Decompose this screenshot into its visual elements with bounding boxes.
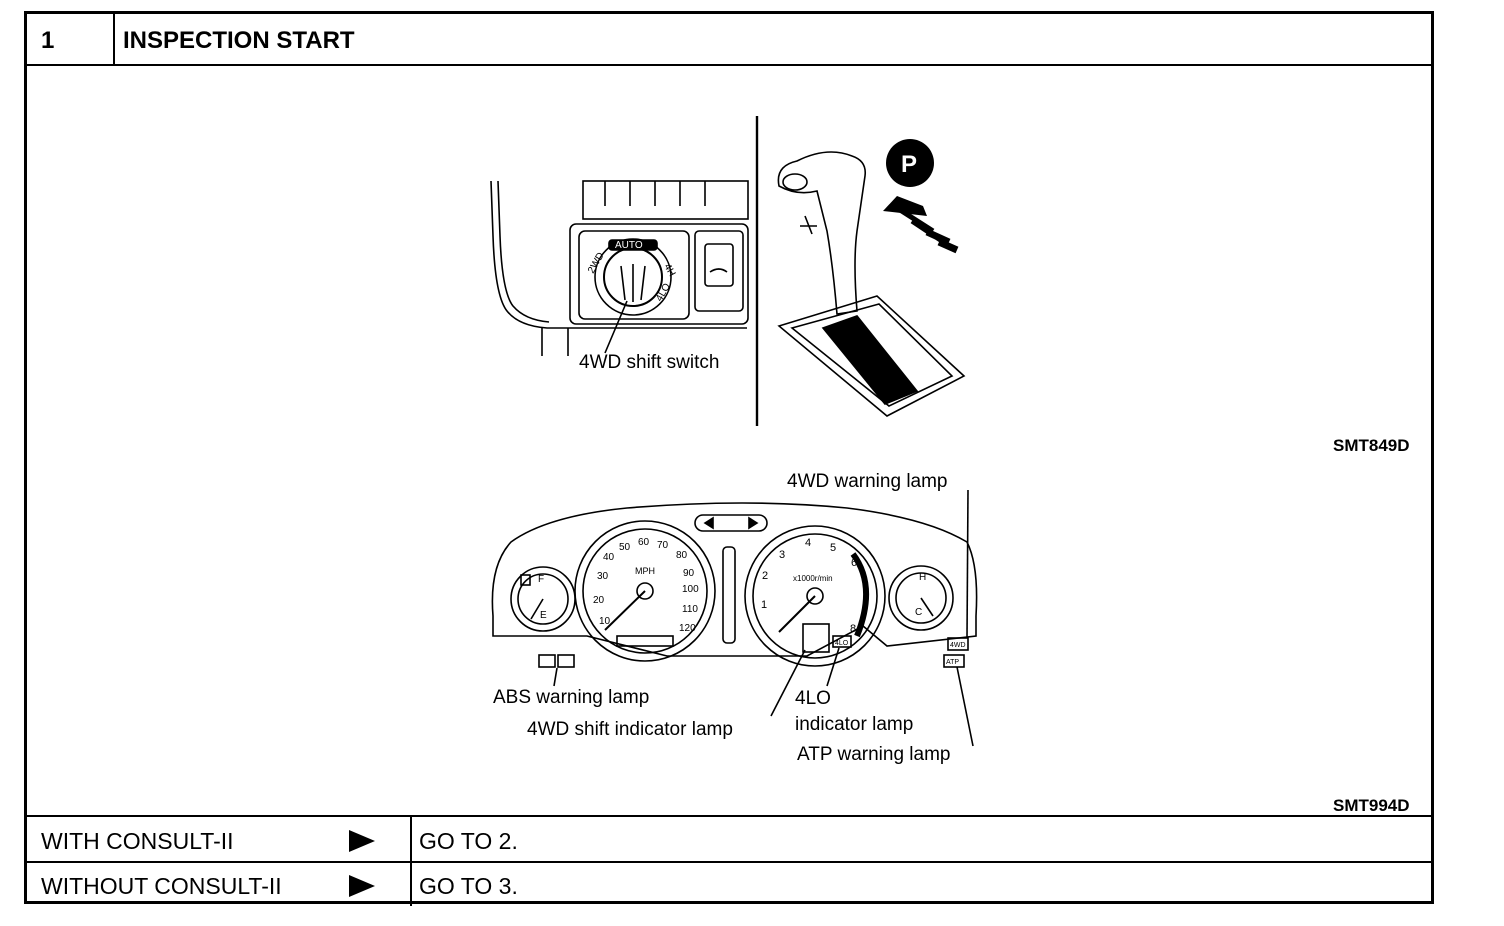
shift-switch-illustration: 2WD AUTO 4H 4LO 4WD shift switch: [490, 116, 759, 426]
label-atp-warning-lamp: ATP warning lamp: [797, 744, 950, 765]
label-4lo-line2: indicator lamp: [795, 714, 913, 735]
figures-area: 2WD AUTO 4H 4LO 4WD shift switch P: [27, 66, 1431, 815]
speedo-tick-50: 50: [619, 542, 631, 553]
step-header: 1 INSPECTION START: [27, 14, 1431, 66]
instrument-cluster-illustration: F E MPH 10 20 30 40 50 60: [491, 471, 1410, 815]
speedo-tick-10: 10: [599, 616, 611, 627]
temp-mark-h: H: [919, 572, 926, 583]
tacho-tick-8: 8: [850, 623, 856, 635]
tacho-tick-1: 1: [761, 599, 767, 611]
speedo-unit: MPH: [635, 566, 655, 576]
speedo-tick-100: 100: [682, 584, 699, 595]
arrow-right-icon: [349, 830, 375, 852]
row-condition: WITH CONSULT-II: [41, 828, 234, 854]
step-number: 1: [27, 14, 115, 64]
speedo-tick-30: 30: [597, 571, 609, 582]
row-condition: WITHOUT CONSULT-II: [41, 873, 282, 899]
decision-rows: WITH CONSULT-II GO TO 2. WITHOUT CONSULT…: [27, 815, 1431, 906]
fuel-mark-f: F: [538, 574, 544, 585]
lamp-atp: ATP: [946, 659, 959, 666]
speedo-tick-110: 110: [682, 604, 698, 615]
tacho-tick-3: 3: [779, 549, 785, 561]
lamp-4wd: 4WD: [950, 642, 966, 649]
speedo-tick-labels: 10 20 30 40 50 60 70 80 90 100 110 120: [593, 537, 699, 634]
speedo-tick-120: 120: [679, 623, 696, 634]
fuel-mark-e: E: [540, 610, 547, 621]
figure2-code: SMT994D: [1333, 796, 1410, 815]
selector-lever-illustration: P SMT849D: [777, 139, 1410, 455]
speedo-tick-60: 60: [638, 537, 650, 548]
arrow-right-icon: [349, 875, 375, 897]
decision-row: WITH CONSULT-II GO TO 2.: [27, 817, 1431, 863]
tacho-tick-4: 4: [805, 537, 811, 549]
speedo-tick-20: 20: [593, 595, 605, 606]
label-4wd-warning-lamp: 4WD warning lamp: [787, 471, 948, 492]
row-result: GO TO 3.: [419, 873, 518, 899]
decision-row: WITHOUT CONSULT-II GO TO 3.: [27, 862, 1431, 906]
tacho-tick-2: 2: [762, 570, 768, 582]
tacho-tick-labels: 1 2 3 4 5 6 7 8: [761, 537, 869, 635]
speedo-tick-40: 40: [603, 552, 615, 563]
tacho-unit: x1000r/min: [793, 574, 833, 583]
inspection-step-table: 1 INSPECTION START: [24, 11, 1434, 906]
speedo-tick-80: 80: [676, 550, 688, 561]
figure1-code: SMT849D: [1333, 436, 1410, 455]
switch-pos-auto: AUTO: [615, 240, 643, 251]
shift-switch-label: 4WD shift switch: [579, 352, 719, 373]
step-title: INSPECTION START: [123, 27, 355, 54]
tacho-tick-7: 7: [863, 592, 869, 604]
label-4wd-shift-indicator-lamp: 4WD shift indicator lamp: [527, 719, 733, 740]
tacho-tick-5: 5: [830, 542, 836, 554]
speedo-tick-70: 70: [657, 540, 669, 551]
tacho-tick-6: 6: [851, 557, 857, 569]
illustrations: 2WD AUTO 4H 4LO 4WD shift switch P: [490, 116, 1410, 815]
switch-pos-4h: 4H: [661, 262, 677, 279]
park-position-badge: P: [901, 151, 917, 178]
speedo-tick-90: 90: [683, 568, 695, 579]
label-abs-warning-lamp: ABS warning lamp: [493, 687, 649, 708]
temp-mark-c: C: [915, 607, 922, 618]
label-4lo-line1: 4LO: [795, 688, 831, 709]
lamp-4lo: 4LO: [835, 640, 849, 647]
row-result: GO TO 2.: [419, 828, 518, 854]
